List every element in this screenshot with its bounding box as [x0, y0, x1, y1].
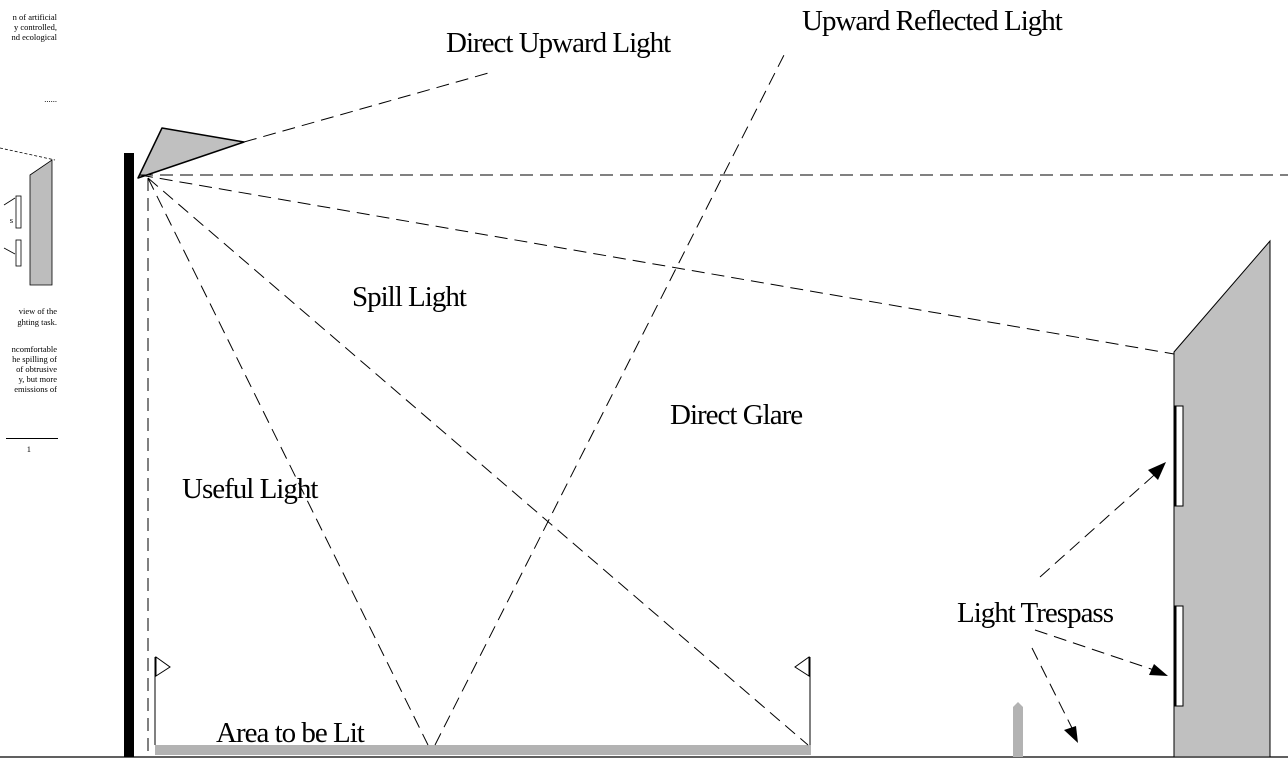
sidebar-line: y controlled, — [14, 22, 57, 32]
sidebar-line: he spilling of — [12, 354, 57, 364]
sidebar-line: view of the — [18, 306, 57, 316]
label-area-to-be-lit: Area to be Lit — [216, 717, 365, 749]
sidebar-line: nd ecological — [11, 32, 57, 42]
ray-trespass-upper — [1039, 467, 1163, 578]
neighbouring-building — [1173, 239, 1271, 758]
left-flag-marker — [154, 656, 171, 745]
luminaire — [137, 127, 245, 179]
sidebar-line: ghting task. — [17, 317, 57, 327]
label-direct-glare: Direct Glare — [670, 399, 802, 431]
footnote-rule — [6, 438, 58, 439]
label-spill-light: Spill Light — [352, 281, 467, 313]
ray-direct-upward — [243, 71, 493, 143]
sidebar-dots: ...... — [44, 94, 57, 104]
arrow-head-upper — [1148, 462, 1166, 480]
label-upward-reflected-light: Upward Reflected Light — [802, 5, 1063, 37]
label-useful-light: Useful Light — [182, 473, 318, 505]
small-post — [1013, 702, 1023, 757]
ray-trespass-lower — [1034, 629, 1161, 673]
sidebar-line: n of artificial — [12, 12, 57, 22]
label-light-trespass: Light Trespass — [957, 597, 1114, 629]
arrow-head-lower — [1149, 664, 1168, 676]
page-number: 1 — [26, 444, 31, 454]
label-direct-upward-light: Direct Upward Light — [446, 27, 671, 59]
lit-area-bar — [155, 745, 811, 755]
partial-page-column: n of artificial y controlled, nd ecologi… — [0, 0, 60, 470]
sidebar-line: ncomfortable — [11, 344, 57, 354]
ray-useful-light — [147, 177, 429, 746]
ray-to-building — [139, 174, 1175, 355]
ray-spill-light — [147, 177, 809, 746]
ray-trespass-ground — [1031, 647, 1073, 729]
lighting-pole — [124, 153, 134, 757]
arrow-heads — [1064, 462, 1168, 743]
inset-building-sketch — [0, 147, 56, 286]
sidebar-line: of obtrusive — [16, 364, 57, 374]
right-flag-marker — [794, 656, 811, 745]
sidebar-line: y, but more — [18, 374, 57, 384]
sidebar-line: emissions of — [14, 384, 57, 394]
arrow-head-ground — [1064, 726, 1078, 743]
ray-upward-reflected — [434, 54, 785, 746]
inset-label: s — [9, 215, 13, 225]
